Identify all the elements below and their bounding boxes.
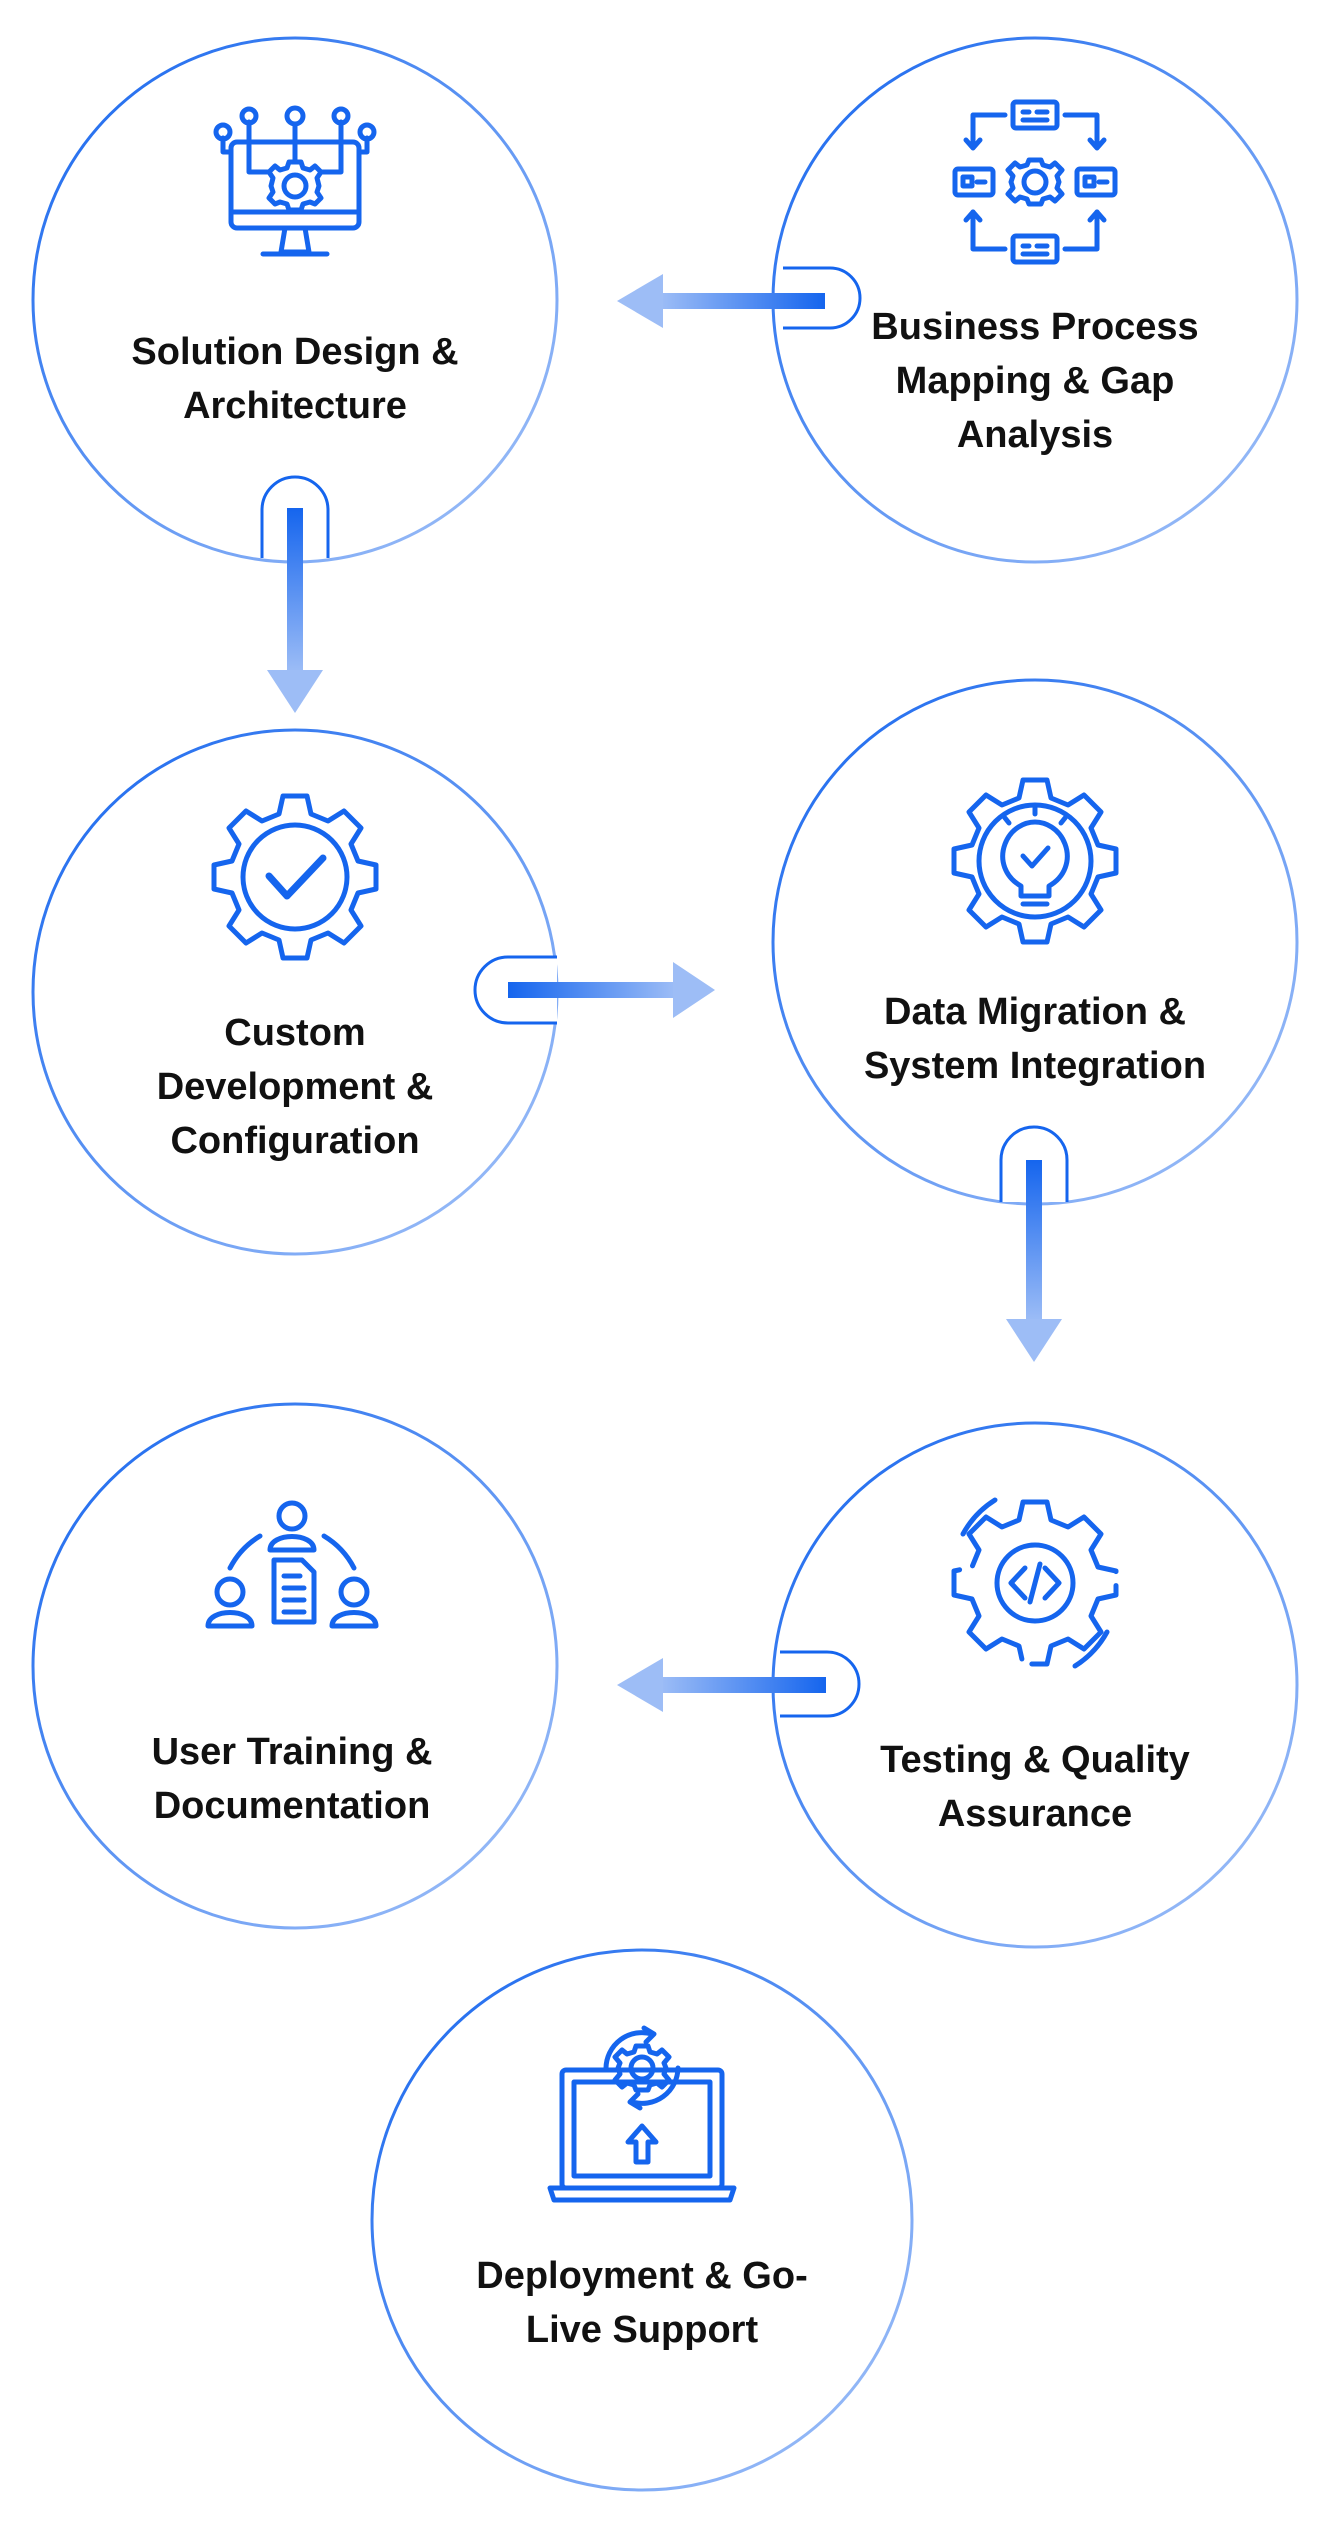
- step-label-business-process: Business Process Mapping & Gap Analysis: [871, 306, 1199, 456]
- process-map-icon: [952, 99, 1118, 265]
- arrow-data-to-testing: [1006, 1160, 1062, 1362]
- gear-lightbulb-icon: [951, 777, 1119, 945]
- step-label-custom-development: Custom Development & Configuration: [156, 1012, 434, 1162]
- arrow-testing-to-training: [617, 1658, 826, 1712]
- arrow-solution-to-custom: [267, 508, 323, 713]
- step-label-user-training: User Training & Documentation: [151, 1731, 433, 1827]
- laptop-gear-upload-icon: [547, 2025, 737, 2203]
- step-label-testing-qa: Testing & Quality Assurance: [880, 1739, 1190, 1835]
- team-document-icon: [205, 1500, 379, 1629]
- monitor-gear-circuit-icon: [213, 105, 377, 257]
- step-label-solution-design: Solution Design & Architecture: [131, 331, 459, 427]
- step-label-deployment: Deployment & Go- Live Support: [476, 2255, 808, 2351]
- arrow-business-to-solution: [617, 274, 825, 328]
- step-circle-user-training: [31, 1402, 559, 1930]
- arrow-custom-to-data: [508, 962, 715, 1018]
- gear-check-icon: [211, 793, 379, 961]
- gear-code-icon: [951, 1497, 1119, 1669]
- step-label-data-migration: Data Migration & System Integration: [863, 991, 1207, 1087]
- step-circle-deployment: [370, 1948, 914, 2492]
